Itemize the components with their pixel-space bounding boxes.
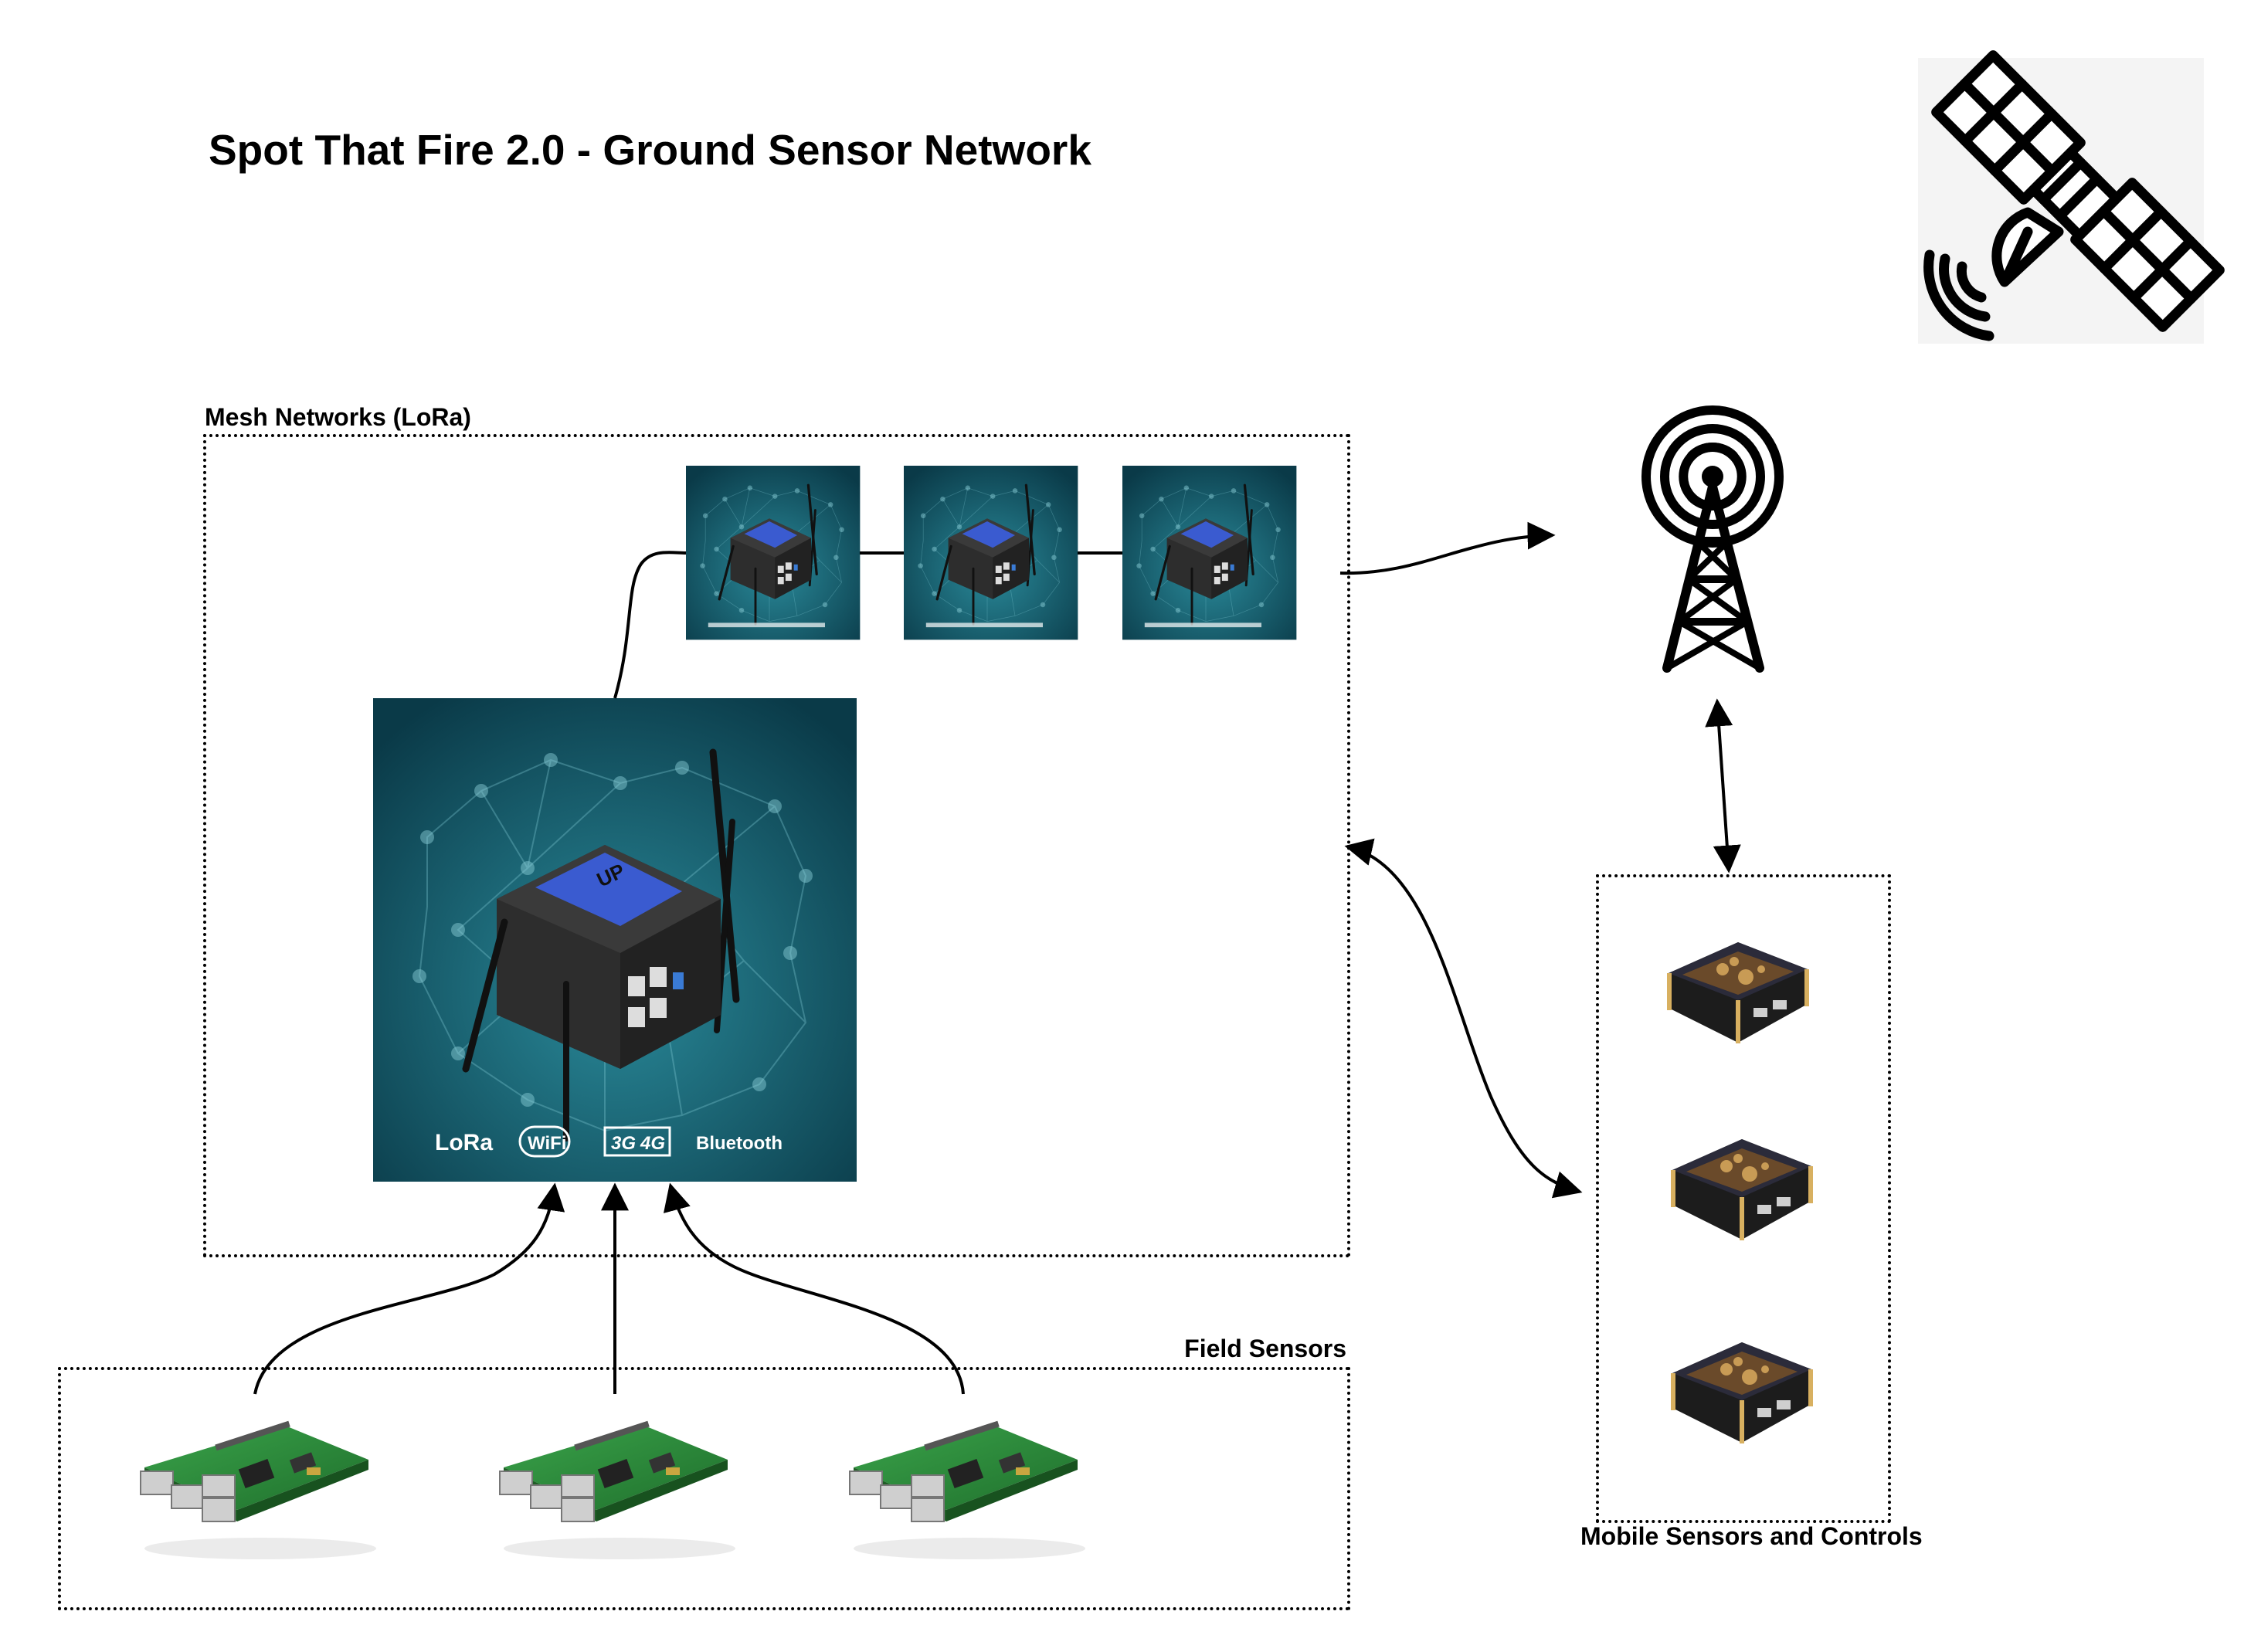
sensor-1-to-gateway-arrow	[253, 1182, 565, 1395]
sensor-3-to-gateway-arrow	[663, 1182, 965, 1395]
page-title: Spot That Fire 2.0 - Ground Sensor Netwo…	[209, 126, 1091, 174]
mobile-sensors-label: Mobile Sensors and Controls	[1580, 1522, 1923, 1550]
lora-badge: LoRa	[435, 1130, 493, 1155]
mobile-sensors-group	[1596, 874, 1891, 1523]
mesh-node-1	[686, 466, 861, 640]
mesh-to-tower-arrow	[1339, 521, 1556, 575]
3g-badge: 3G	[611, 1133, 636, 1154]
mesh-mobile-arrow	[1344, 838, 1583, 1199]
main-gateway-image: LoRa WiFi 3G 4G Bluetooth UP	[373, 698, 857, 1182]
field-sensor-3	[814, 1393, 1113, 1572]
mobile-device-2	[1671, 1139, 1813, 1240]
4g-badge: 4G	[640, 1133, 665, 1154]
field-sensors-group	[58, 1367, 1350, 1610]
field-sensor-1	[105, 1393, 404, 1572]
satellite-icon	[1918, 50, 2225, 344]
field-sensors-label: Field Sensors	[1184, 1335, 1346, 1362]
mobile-device-1	[1667, 942, 1809, 1043]
cell-tower-icon	[1641, 405, 1784, 673]
mobile-device-3	[1671, 1342, 1813, 1443]
mesh-links	[613, 551, 1122, 699]
mesh-node-2	[904, 466, 1078, 640]
field-sensor-2	[464, 1393, 763, 1572]
mesh-network-label: Mesh Networks (LoRa)	[205, 403, 471, 431]
bluetooth-badge: Bluetooth	[696, 1133, 783, 1154]
wifi-badge: WiFi	[528, 1133, 566, 1154]
mesh-node-3	[1122, 466, 1297, 640]
tower-mobile-arrow	[1705, 698, 1741, 873]
